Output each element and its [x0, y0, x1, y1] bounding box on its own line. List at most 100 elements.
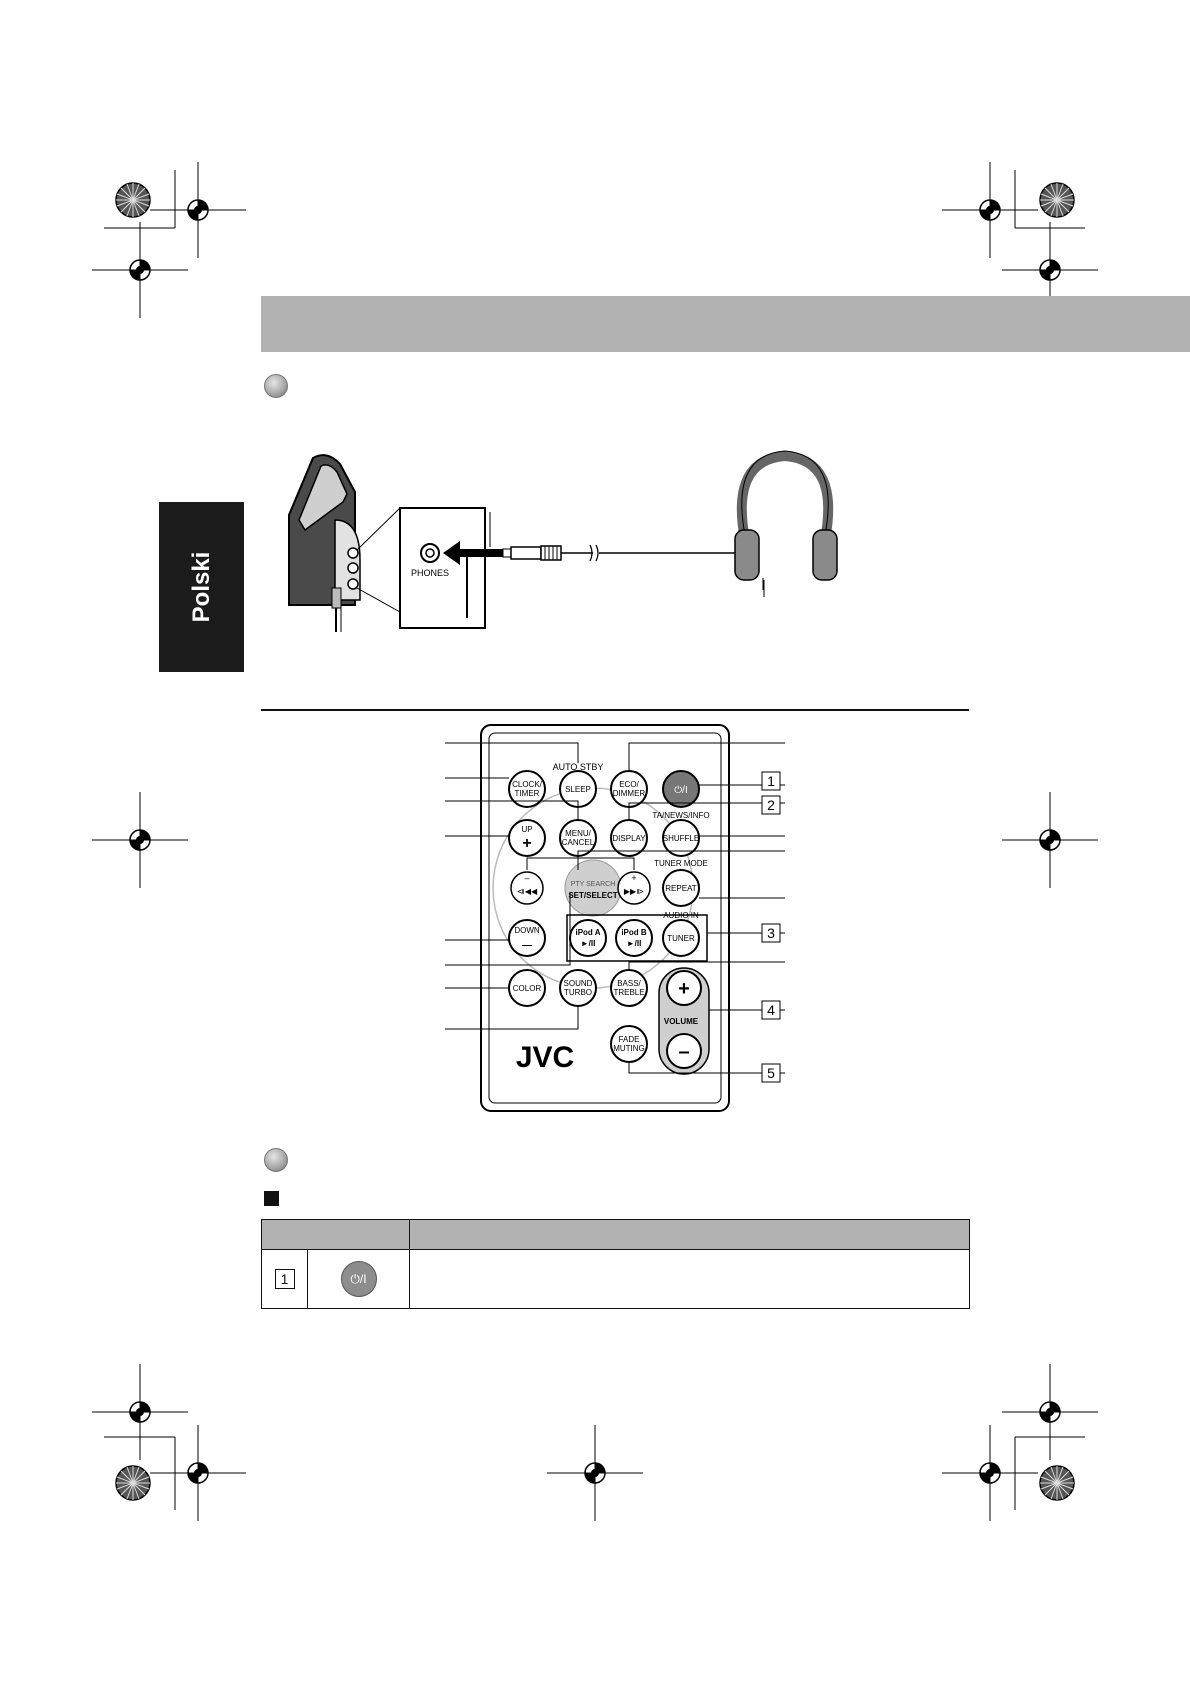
volume-label: VOLUME [664, 1017, 699, 1026]
table-row: 1 ⏻/I [261, 1249, 970, 1309]
svg-text:SET/SELECT: SET/SELECT [568, 891, 617, 900]
up-button[interactable]: UP + [508, 819, 546, 857]
registration-mark-icon [149, 1424, 247, 1522]
section-bullet-icon [264, 374, 288, 398]
svg-text:UP: UP [521, 825, 532, 834]
registration-mark-icon [1001, 1363, 1099, 1461]
previous-button[interactable]: – ⧏◀◀ [510, 871, 544, 905]
svg-text:FADE: FADE [619, 1035, 640, 1044]
starburst-icon [1039, 182, 1075, 218]
eco-dimmer-button[interactable]: ECO/ DIMMER [610, 770, 648, 808]
svg-text:ECO/: ECO/ [619, 780, 639, 789]
svg-text:MENU/: MENU/ [565, 829, 592, 838]
svg-text:iPod B: iPod B [621, 928, 647, 937]
ta-news-info-label: TA/NEWS/INFO [652, 811, 709, 820]
tuner-mode-label: TUNER MODE [654, 859, 708, 868]
volume-down-button[interactable]: – [666, 1033, 702, 1069]
svg-text:+: + [631, 873, 636, 883]
svg-text:SHUFFLE: SHUFFLE [663, 834, 699, 843]
power-button[interactable]: ⏻/I [662, 770, 700, 808]
svg-text:–: – [678, 1041, 689, 1063]
set-select-button[interactable]: SET/SELECT [568, 891, 617, 900]
starburst-icon [115, 1465, 151, 1501]
svg-text:TREBLE: TREBLE [613, 988, 644, 997]
table-cell-number: 1 [261, 1249, 308, 1309]
svg-text:►/II: ►/II [581, 939, 596, 948]
shuffle-button[interactable]: SHUFFLE [662, 819, 700, 857]
callout-2: 2 [761, 795, 781, 815]
svg-text:SLEEP: SLEEP [565, 785, 591, 794]
svg-text:DOWN: DOWN [514, 926, 540, 935]
registration-mark-icon [91, 1363, 189, 1461]
section-header-bar [261, 296, 1190, 352]
down-button[interactable]: DOWN — [508, 919, 546, 957]
next-button[interactable]: + ▶▶⧐ [617, 871, 651, 905]
headphones-icon [734, 450, 838, 581]
svg-text:COLOR: COLOR [513, 984, 542, 993]
language-tab-label: Polski [187, 551, 215, 623]
svg-text:TIMER: TIMER [515, 789, 540, 798]
repeat-button[interactable]: REPEAT [662, 869, 700, 907]
table-cell-button: ⏻/I [307, 1249, 410, 1309]
starburst-icon [115, 182, 151, 218]
registration-mark-icon [1001, 791, 1099, 889]
callout-3: 3 [761, 923, 781, 943]
section-bullet-icon [264, 1148, 288, 1172]
previous-icon: ⧏◀◀ [517, 887, 538, 896]
svg-text:1: 1 [767, 773, 775, 789]
operations-table: 1 ⏻/I [261, 1219, 970, 1309]
registration-mark-icon [546, 1424, 644, 1522]
svg-text:MUTING: MUTING [613, 1044, 645, 1053]
pty-search-label: PTY SEARCH [571, 881, 616, 888]
svg-text:SOUND: SOUND [564, 979, 593, 988]
registration-mark-icon [941, 1424, 1039, 1522]
table-cell-description [409, 1249, 970, 1309]
registration-mark-icon [149, 161, 247, 259]
color-button[interactable]: COLOR [508, 969, 546, 1007]
svg-text:TUNER: TUNER [667, 934, 695, 943]
svg-text:+: + [678, 978, 690, 1000]
table-header-button-col [261, 1219, 410, 1250]
row-number: 1 [274, 1269, 295, 1289]
svg-text:CLOCK/: CLOCK/ [512, 780, 543, 789]
subsection-square-icon [264, 1191, 279, 1206]
sound-turbo-button[interactable]: SOUND TURBO [559, 969, 597, 1007]
next-icon: ▶▶⧐ [624, 887, 644, 896]
power-icon: ⏻/I [340, 1261, 377, 1297]
svg-text:5: 5 [767, 1065, 775, 1081]
svg-text:+: + [522, 835, 531, 852]
volume-up-button[interactable]: + [666, 970, 702, 1006]
svg-text:3: 3 [767, 925, 775, 941]
clock-timer-button[interactable]: CLOCK/ TIMER [508, 770, 546, 808]
section-divider [261, 709, 969, 711]
menu-cancel-button[interactable]: MENU/ CANCEL [559, 819, 597, 857]
svg-text:–: – [524, 873, 529, 883]
ipod-b-play-button[interactable]: iPod B ►/II [615, 919, 653, 957]
svg-text:CANCEL: CANCEL [562, 838, 595, 847]
svg-text:iPod A: iPod A [575, 928, 600, 937]
phones-jack-label: PHONES [411, 568, 449, 578]
svg-text:2: 2 [767, 797, 775, 813]
svg-text:DISPLAY: DISPLAY [612, 834, 646, 843]
headphone-connection-figure: PHONES [288, 450, 838, 632]
fade-muting-button[interactable]: FADE MUTING [610, 1025, 648, 1063]
callout-5: 5 [761, 1063, 781, 1083]
registration-mark-icon [941, 161, 1039, 259]
language-tab: Polski [159, 502, 244, 672]
svg-text:4: 4 [767, 1002, 775, 1018]
auto-stby-label: AUTO STBY [553, 762, 604, 772]
callout-1: 1 [761, 771, 781, 791]
remote-control-figure: AUTO STBY TA/NEWS/INFO TUNER MODE PTY SE… [445, 724, 785, 1112]
svg-text:DIMMER: DIMMER [613, 789, 646, 798]
ipod-a-play-button[interactable]: iPod A ►/II [569, 919, 607, 957]
svg-text:BASS/: BASS/ [617, 979, 641, 988]
starburst-icon [1039, 1465, 1075, 1501]
bass-treble-button[interactable]: BASS/ TREBLE [610, 969, 648, 1007]
table-header-function-col [409, 1219, 970, 1250]
tuner-button[interactable]: TUNER [662, 919, 700, 957]
table-header-row [261, 1219, 970, 1250]
svg-text:►/II: ►/II [627, 939, 642, 948]
svg-text:REPEAT: REPEAT [665, 884, 697, 893]
svg-text:—: — [522, 940, 532, 951]
